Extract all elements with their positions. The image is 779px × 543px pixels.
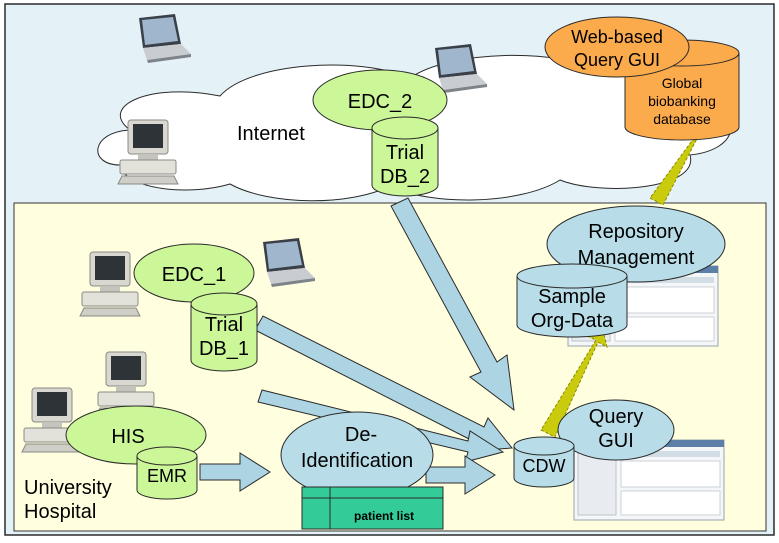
query-gui-line2: GUI <box>598 430 634 452</box>
cdw-label: CDW <box>523 456 566 476</box>
deid-line2: Identification <box>301 450 413 472</box>
edc1-label: EDC_1 <box>162 264 226 286</box>
global-db-line3: database <box>653 111 711 127</box>
trial-db1-cylinder <box>190 292 258 372</box>
repository-line2: Management <box>578 247 695 269</box>
trial-db2-line1: Trial <box>386 142 424 164</box>
hospital-label-line1: University <box>24 477 112 499</box>
edc2-label: EDC_2 <box>348 91 412 113</box>
emr-cylinder <box>136 446 198 500</box>
query-gui-ellipse <box>557 399 675 461</box>
repository-line1: Repository <box>588 221 684 243</box>
deid-line1: De- <box>345 424 377 446</box>
sample-org-data-cylinder <box>516 263 628 338</box>
arrow-emr-to-deid <box>199 452 271 492</box>
sample-line1: Sample <box>538 286 606 308</box>
patient-list-label: patient list <box>354 509 414 523</box>
web-query-gui-line2: Query GUI <box>574 50 660 70</box>
trial-db1-line2: DB_1 <box>199 338 249 360</box>
trial-db1-line1: Trial <box>205 314 243 336</box>
his-label: HIS <box>111 426 144 448</box>
arrow-trialdb2-to-cdw <box>390 197 515 412</box>
link-cdw-to-repository <box>540 325 608 438</box>
cdw-cylinder <box>513 436 575 488</box>
repository-ellipse <box>546 205 726 283</box>
internet-label: Internet <box>237 123 305 145</box>
emr-label: EMR <box>147 466 187 486</box>
sample-line2: Org-Data <box>531 310 614 332</box>
global-db-line1: Global <box>662 75 702 91</box>
patient-list-table <box>301 486 444 530</box>
hospital-label-line2: Hospital <box>24 501 96 523</box>
query-gui-line1: Query <box>589 406 643 428</box>
trial-db2-line2: DB_2 <box>380 166 430 188</box>
arrow-deid-to-cdw <box>425 455 496 495</box>
web-query-gui-line1: Web-based <box>571 27 663 47</box>
web-query-gui-ellipse <box>544 16 690 78</box>
global-db-line2: biobanking <box>648 93 716 109</box>
trial-db2-cylinder <box>371 116 439 197</box>
